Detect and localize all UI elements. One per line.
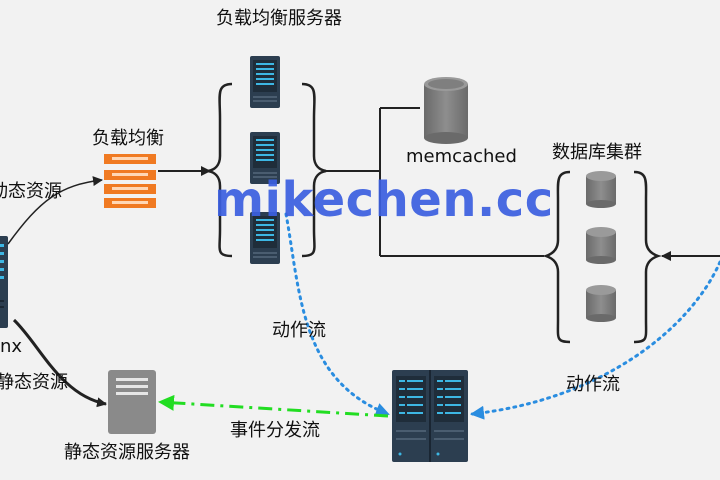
load-balancer-icon	[104, 154, 156, 208]
dynamic-resource-label: 动态资源	[0, 181, 62, 202]
static-server-icon	[108, 370, 156, 434]
event-dispatcher-server-icon	[392, 370, 468, 462]
db-cluster-left-brace	[542, 170, 571, 344]
nginx-server-icon	[0, 236, 8, 328]
app-server-icon	[250, 56, 280, 108]
database-icon	[586, 171, 616, 208]
server-group-left-brace	[207, 82, 233, 258]
lb-servers-label: 负载均衡服务器	[216, 8, 342, 29]
database-icon	[586, 227, 616, 264]
memcached-icon	[424, 77, 468, 144]
db-cluster-right-brace	[633, 170, 662, 344]
app-server-icon	[250, 212, 280, 264]
static-resource-connector	[12, 318, 107, 408]
database-icon	[586, 285, 616, 322]
app-server-icon	[250, 132, 280, 184]
watermark: mikechen.cc	[214, 172, 554, 228]
event-dispatch-label: 事件分发流	[230, 420, 320, 441]
static-resource-label: 静态资源	[0, 372, 68, 393]
static-server-label: 静态资源服务器	[64, 442, 190, 463]
nginx-label: nx	[0, 336, 23, 357]
db-cluster-label: 数据库集群	[552, 142, 642, 163]
dynamic-resource-connector	[7, 176, 103, 245]
action-flow-left-line	[284, 212, 390, 417]
load-balancer-label: 负载均衡	[92, 128, 164, 149]
action-flow-right-label: 动作流	[566, 374, 620, 395]
server-group-right-brace	[301, 82, 327, 258]
event-dispatch-line	[158, 394, 389, 418]
action-flow-left-label: 动作流	[272, 320, 326, 341]
action-flow-right-line	[470, 260, 720, 420]
memcached-label: memcached	[406, 146, 517, 167]
